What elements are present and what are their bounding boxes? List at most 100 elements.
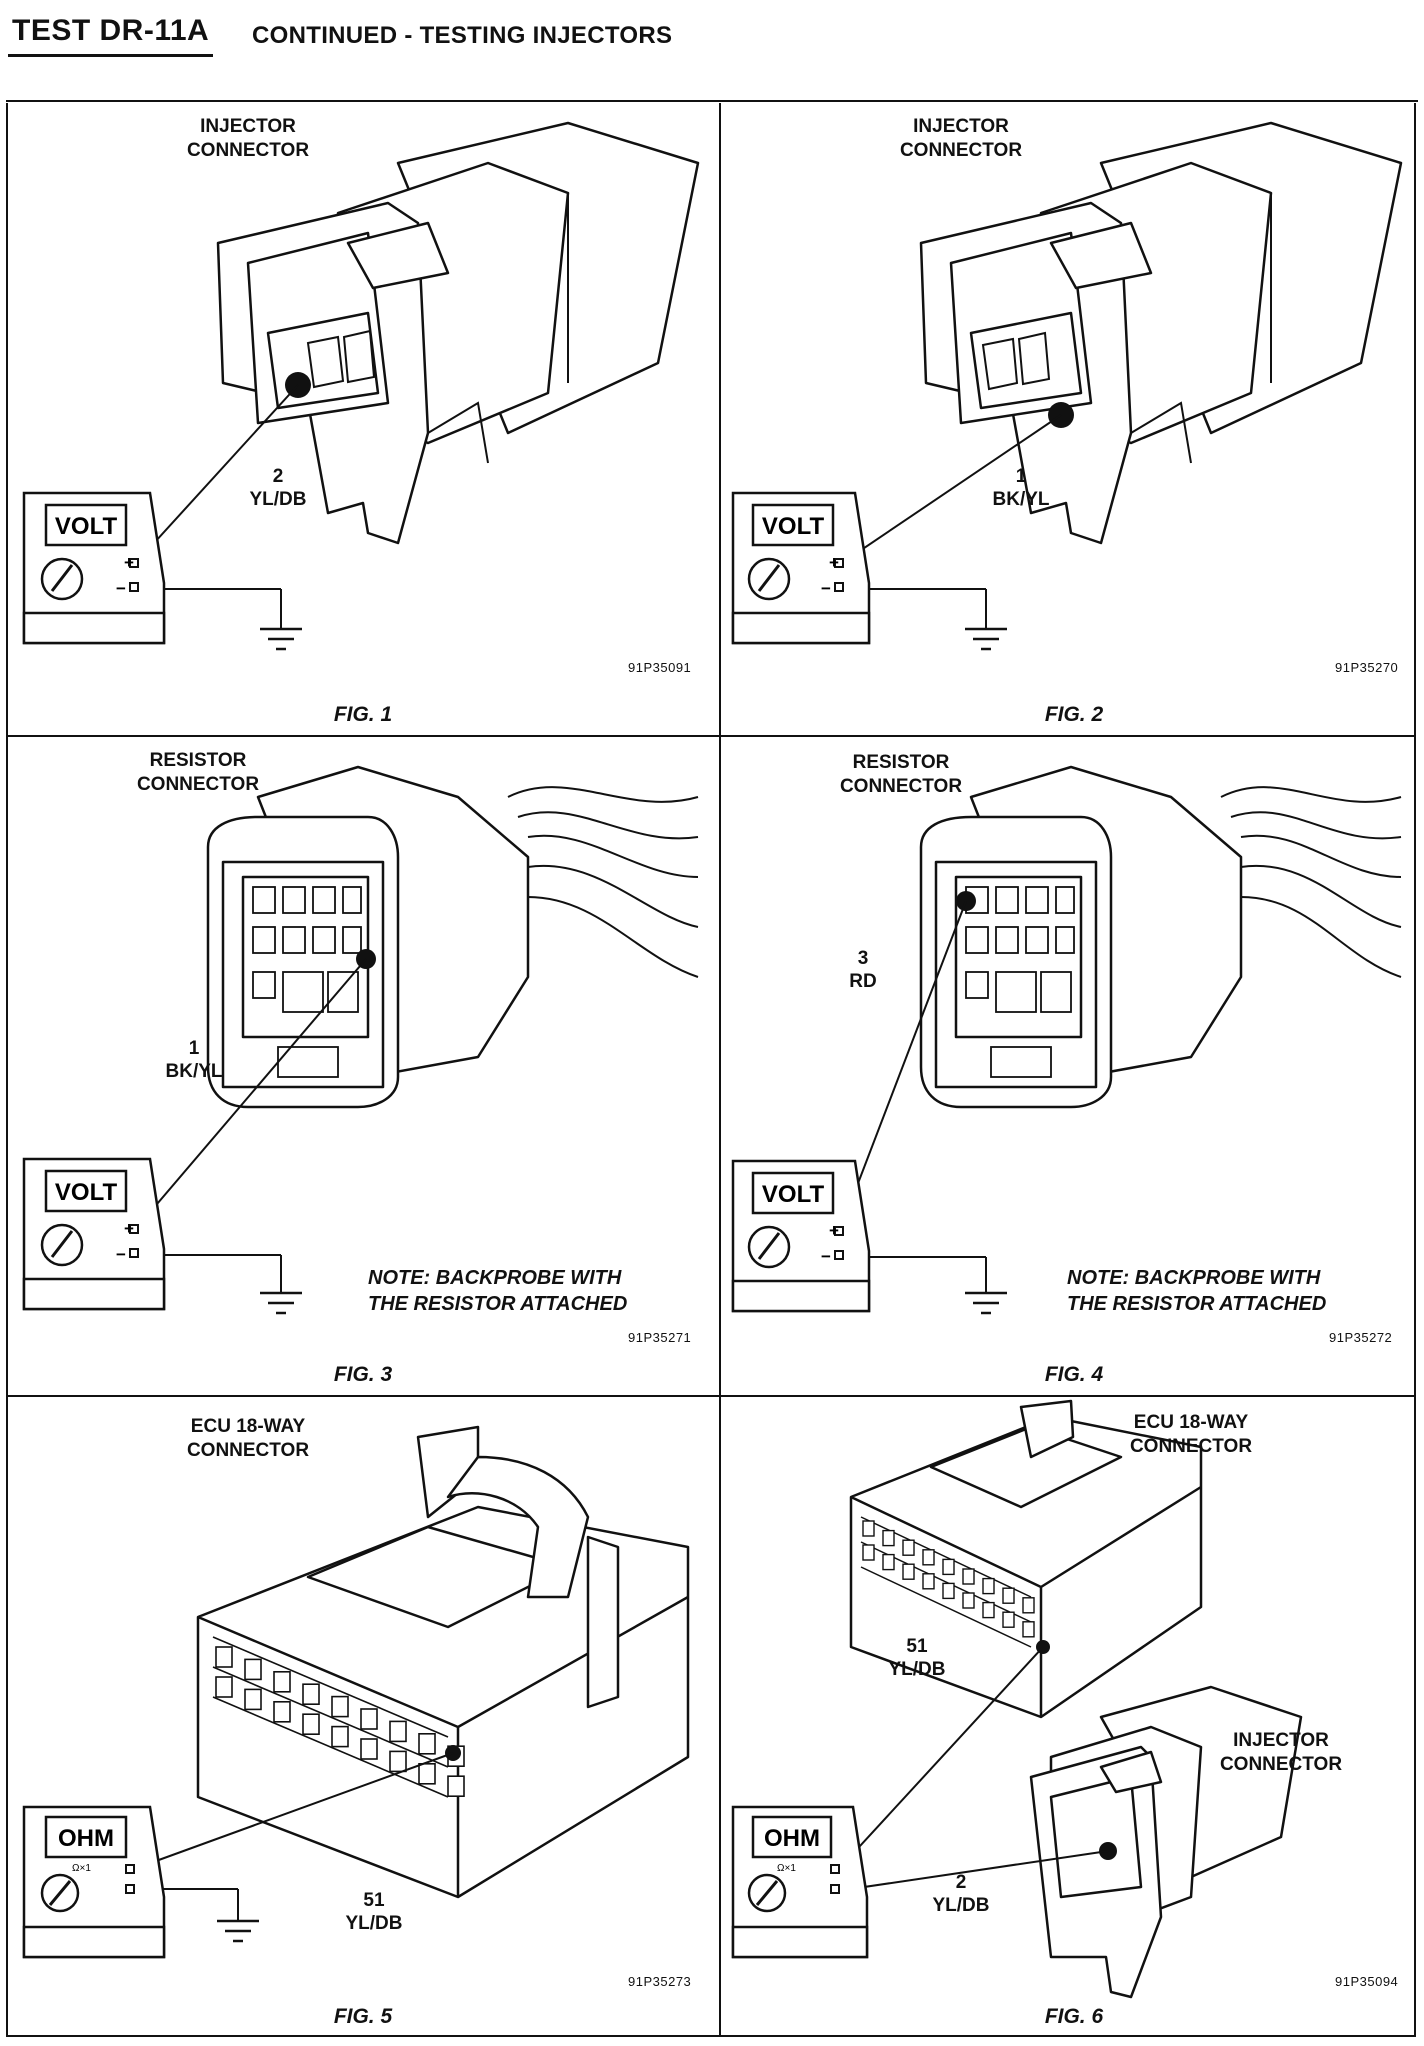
pin-cavity — [418, 1732, 436, 1755]
figure-code: 91P35094 — [1335, 1974, 1399, 1989]
page-title: CONTINUED - TESTING INJECTORS — [252, 22, 673, 49]
voltmeter-icon — [731, 1159, 871, 1313]
pin-cavity — [244, 1658, 262, 1681]
figure-code: 91P35091 — [628, 660, 692, 675]
grid-divider-vertical — [719, 103, 721, 2035]
pin-cavity — [331, 1725, 349, 1748]
connector-label: INJECTOR CONNECTOR — [186, 116, 310, 161]
pin-cavity — [273, 1670, 291, 1693]
connector-label: ECU 18-WAY CONNECTOR — [186, 1416, 310, 1461]
pin-cavity — [389, 1720, 407, 1743]
pin-cavity — [902, 1539, 915, 1556]
meter-mode-text: VOLT — [762, 513, 825, 540]
pin-cavity — [982, 1577, 995, 1595]
svg-text:−: − — [821, 579, 831, 598]
pin-cavity — [922, 1573, 935, 1590]
injector-connector-drawing: VOLT + − — [731, 121, 1403, 651]
voltmeter-icon — [731, 491, 871, 645]
ecu-and-injector-drawing: OHM Ω×1 — [731, 1399, 1303, 1999]
header-rule — [6, 100, 1418, 102]
ohmmeter-icon — [22, 1805, 166, 1959]
pin-cavity — [244, 1688, 262, 1711]
ground-symbol — [260, 1291, 302, 1315]
svg-text:+: + — [829, 553, 839, 572]
pin-label: 51 YL/DB — [345, 1890, 403, 1934]
meter-mode-text: OHM — [764, 1825, 820, 1852]
pin-cavity — [1002, 1611, 1015, 1628]
pin-cavity — [1022, 1597, 1035, 1614]
pin-label: 2 YL/DB — [249, 466, 307, 510]
svg-text:+: + — [124, 1219, 134, 1238]
pin-cavity — [302, 1713, 320, 1736]
svg-text:+: + — [829, 1221, 839, 1240]
pin-cavity — [962, 1592, 975, 1609]
ground-symbol — [217, 1919, 259, 1943]
figure-caption: FIG. 5 — [333, 2005, 393, 2028]
pin-cavity — [962, 1568, 975, 1585]
svg-text:−: − — [116, 579, 126, 598]
pin-label: 1 BK/YL — [992, 466, 1050, 510]
page-header: TEST DR-11A CONTINUED - TESTING INJECTOR… — [8, 14, 1418, 62]
resistor-connector-drawing: VOLT + − — [731, 765, 1402, 1315]
figure-grid: VOLT + − INJECTOR CONNECTOR 2 YL/DB 91P3… — [6, 103, 1416, 2037]
pin-cavity — [982, 1601, 995, 1619]
svg-text:+: + — [124, 553, 134, 572]
pin-cavity — [215, 1646, 233, 1668]
svg-text:Ω×1: Ω×1 — [72, 1863, 91, 1874]
pin-cavity — [273, 1700, 291, 1723]
ground-symbol — [260, 627, 302, 651]
ohmmeter-icon — [731, 1805, 869, 1959]
figure-code: 91P35270 — [1335, 660, 1399, 675]
meter-mode-text: OHM — [58, 1825, 114, 1852]
injector-connector-drawing: VOLT + − — [22, 121, 700, 651]
pin-label-injector: 2 YL/DB — [932, 1872, 990, 1916]
pin-cavity — [389, 1750, 407, 1773]
pin-cavity — [862, 1520, 875, 1537]
backprobe-note: NOTE: BACKPROBE WITH THE RESISTOR ATTACH… — [1067, 1267, 1327, 1315]
meter-mode-text: VOLT — [55, 513, 118, 540]
pin-cavity — [215, 1676, 233, 1698]
meter-mode-text: VOLT — [55, 1179, 118, 1206]
meter-mode-text: VOLT — [762, 1181, 825, 1208]
figure-code: 91P35272 — [1329, 1330, 1393, 1345]
grid-divider-row1 — [8, 735, 1414, 737]
connector-label: INJECTOR CONNECTOR — [899, 116, 1023, 161]
figure-2-panel: VOLT + − INJECTOR CONNECTOR 1 BK/YL 91P3… — [721, 103, 1418, 735]
pin-cavity — [1022, 1621, 1035, 1638]
figure-caption: FIG. 6 — [1044, 2005, 1104, 2028]
figure-caption: FIG. 4 — [1044, 1363, 1104, 1386]
pin-cavity — [942, 1558, 955, 1576]
figure-3-panel: VOLT + − RESISTOR CONNECTOR 1 BK/YL NOTE… — [8, 737, 719, 1395]
pin-label: 1 BK/YL — [165, 1038, 223, 1082]
pin-cavity — [882, 1529, 895, 1547]
pin-cavity — [360, 1708, 378, 1730]
pin-cavity — [922, 1549, 935, 1566]
figure-4-panel: VOLT + − RESISTOR CONNECTOR 3 RD NOTE: B… — [721, 737, 1418, 1395]
svg-text:−: − — [821, 1247, 831, 1266]
ground-symbol — [965, 1291, 1007, 1315]
svg-text:−: − — [116, 1245, 126, 1264]
test-id: TEST DR-11A — [8, 14, 214, 57]
figure-code: 91P35271 — [628, 1330, 692, 1345]
pin-label-ecu: 51 YL/DB — [888, 1636, 946, 1680]
voltmeter-icon — [22, 491, 166, 645]
pin-cavity — [360, 1738, 378, 1760]
figure-5-panel: OHM Ω×1 ECU 18-WAY CONNECTOR 51 YL/DB 91… — [8, 1397, 719, 2037]
backprobe-note: NOTE: BACKPROBE WITH THE RESISTOR ATTACH… — [368, 1267, 628, 1315]
grid-divider-row2 — [8, 1395, 1414, 1397]
pin-label: 3 RD — [849, 948, 877, 992]
pin-cavity — [447, 1775, 465, 1798]
ecu-connector-drawing: OHM Ω×1 — [22, 1425, 690, 1959]
pin-cavity — [882, 1553, 895, 1571]
figure-code: 91P35273 — [628, 1974, 692, 1989]
connector-label: RESISTOR CONNECTOR — [136, 750, 260, 795]
pin-cavity — [302, 1683, 320, 1706]
injector-connector-label: INJECTOR CONNECTOR — [1219, 1730, 1343, 1775]
pin-cavity — [418, 1762, 436, 1785]
pin-cavity — [942, 1582, 955, 1600]
figure-6-panel: OHM Ω×1 ECU 18-WAY CONNECTOR INJECTOR CO… — [721, 1397, 1418, 2037]
figure-caption: FIG. 3 — [333, 1363, 393, 1386]
pin-cavity — [331, 1695, 349, 1718]
ground-symbol — [965, 627, 1007, 651]
pin-cavity — [862, 1544, 875, 1561]
